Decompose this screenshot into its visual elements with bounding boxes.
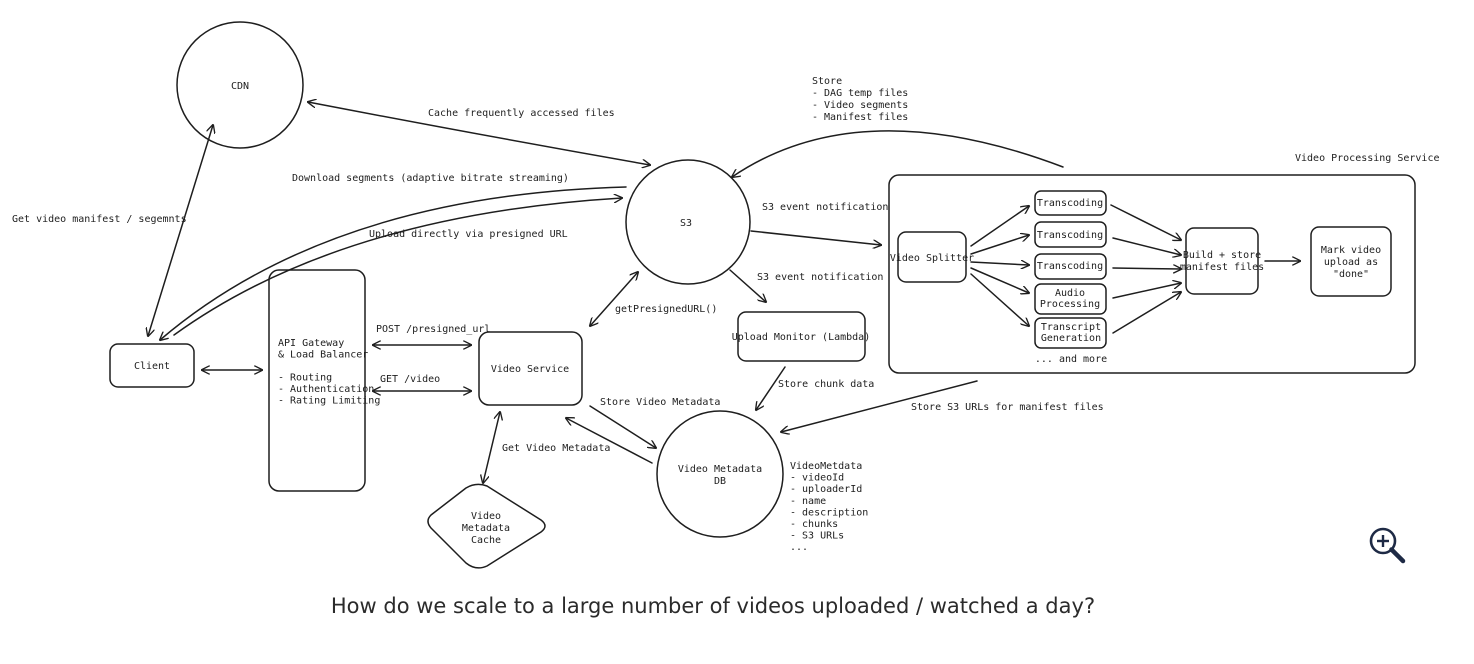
arrow-s3-event-processing (750, 230, 881, 245)
arrow-transcript-build (1112, 292, 1181, 334)
cdn-node: CDN (176, 21, 304, 149)
arrow-t3-build (1112, 268, 1181, 269)
cdn-label: CDN (231, 81, 249, 92)
arrow-splitter-t3 (970, 262, 1029, 265)
arrow-get-metadata (566, 418, 653, 464)
client-node: Client (109, 343, 195, 388)
transcoding-label-1: Transcoding (1037, 198, 1103, 209)
arrow-store-chunk (756, 366, 786, 410)
transcoding-node-2: Transcoding (1034, 221, 1107, 248)
edge-label-cache-files: Cache frequently accessed files (428, 108, 615, 119)
edge-label-store-s3-urls: Store S3 URLs for manifest files (911, 402, 1104, 413)
edge-label-store-chunk: Store chunk data (778, 379, 874, 390)
arrow-cdn-client (148, 125, 213, 336)
arrow-audio-build (1112, 283, 1181, 299)
transcoding-label-3: Transcoding (1037, 261, 1103, 272)
api-gateway-node: API Gateway& Load Balancer - Routing- Au… (268, 269, 380, 492)
transcoding-label-2: Transcoding (1037, 230, 1103, 241)
arrow-splitter-audio (970, 267, 1029, 293)
arrow-store-s3-urls (781, 380, 978, 432)
arrow-download-segments (160, 186, 627, 340)
video-processing-service-label: Video Processing Service (1295, 153, 1440, 164)
video-processing-service-container: Video Processing Service (888, 153, 1440, 374)
system-design-diagram: CDN S3 Client API Gateway& Load Balancer… (12, 21, 1440, 569)
arrow-t2-build (1112, 237, 1181, 255)
edge-label-download-segments: Download segments (adaptive bitrate stre… (292, 173, 569, 184)
caption: How do we scale to a large number of vid… (330, 594, 1096, 618)
arrow-service-cache (483, 412, 500, 483)
arrow-store-metadata (589, 405, 656, 448)
video-service-label: Video Service (491, 364, 569, 375)
edge-label-s3-event-2: S3 event notification (757, 272, 883, 283)
upload-monitor-label: Upload Monitor (Lambda) (732, 332, 870, 343)
arrow-service-s3 (590, 272, 638, 326)
arrow-upload-presigned (173, 198, 622, 336)
store-note: Store- DAG temp files- Video segments- M… (812, 76, 908, 123)
client-label: Client (134, 361, 170, 372)
edge-label-s3-event-1: S3 event notification (762, 202, 888, 213)
arrow-splitter-t1 (970, 206, 1029, 247)
metadata-fields-note: VideoMetdata- videoId- uploaderId- name-… (790, 461, 868, 553)
transcoding-node-3: Transcoding (1034, 253, 1107, 280)
transcoding-node-1: Transcoding (1034, 190, 1107, 216)
video-splitter-label: Video Splitter (890, 253, 974, 264)
edge-label-get-metadata: Get Video Metadata (502, 443, 610, 454)
s3-node: S3 (625, 159, 751, 285)
video-splitter-node: Video Splitter (890, 231, 974, 283)
arrow-t1-build (1110, 204, 1181, 240)
edge-label-get-manifest: Get video manifest / segemnts (12, 214, 187, 225)
arrow-splitter-t2 (970, 235, 1029, 255)
edge-label-get-presigned: getPresignedURL() (615, 304, 717, 315)
arrow-s3-event-monitor (729, 269, 766, 302)
video-service-node: Video Service (478, 331, 583, 406)
edge-label-post-presigned: POST /presigned_url (376, 324, 490, 335)
edge-label-get-video: GET /video (380, 374, 440, 385)
and-more-label: ... and more (1035, 354, 1107, 365)
api-gateway-label: API Gateway& Load Balancer - Routing- Au… (278, 338, 380, 407)
arrow-processing-to-s3 (732, 130, 1064, 177)
arrow-cdn-s3 (308, 102, 650, 165)
edge-label-store-metadata: Store Video Metadata (600, 397, 720, 408)
arrow-splitter-transcript (970, 273, 1029, 326)
zoom-in-icon[interactable] (1366, 526, 1406, 566)
upload-monitor-node: Upload Monitor (Lambda) (732, 311, 870, 362)
edge-label-upload-presigned: Upload directly via presigned URL (369, 229, 568, 240)
s3-label: S3 (680, 218, 692, 229)
